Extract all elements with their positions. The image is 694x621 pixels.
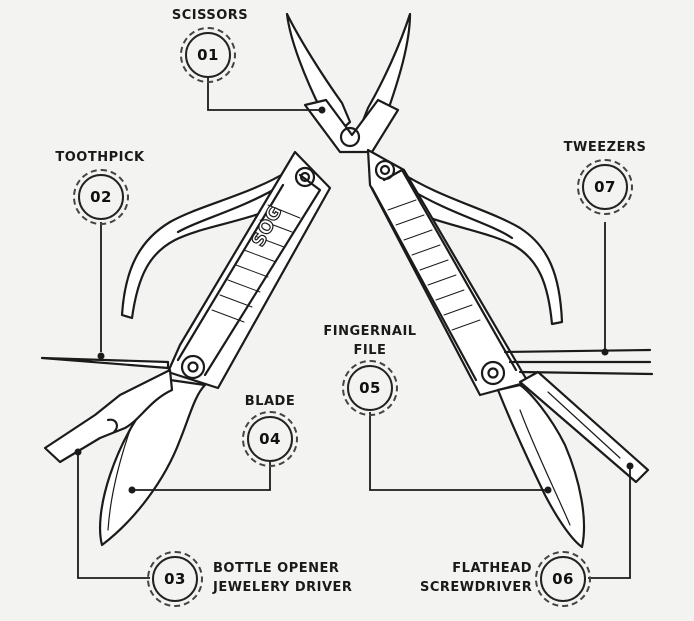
tweezers bbox=[503, 348, 654, 376]
badge-04: 04 bbox=[242, 411, 298, 467]
right-plier-jaw bbox=[394, 170, 564, 326]
bottle-opener bbox=[43, 368, 174, 464]
badge-06: 06 bbox=[535, 551, 591, 607]
label-tweezers: TWEEZERS bbox=[563, 140, 647, 155]
toothpick bbox=[40, 356, 170, 370]
badge-01: 01 bbox=[180, 27, 236, 83]
left-handle bbox=[166, 150, 332, 390]
label-bottle-opener: BOTTLE OPENER JEWELERY DRIVER bbox=[213, 561, 353, 595]
label-fingernail-file: FINGERNAIL FILE bbox=[323, 324, 417, 358]
leader-04 bbox=[132, 462, 271, 491]
leader-05 bbox=[369, 412, 548, 491]
label-toothpick: TOOTHPICK bbox=[55, 150, 145, 165]
scissors-blades bbox=[285, 12, 412, 154]
badge-07: 07 bbox=[577, 159, 633, 215]
badge-02: 02 bbox=[73, 169, 129, 225]
leader-01 bbox=[207, 78, 322, 111]
leader-03 bbox=[77, 455, 150, 579]
label-blade: BLADE bbox=[244, 394, 296, 409]
left-plier-jaw bbox=[120, 168, 294, 320]
label-scissors: SCISSORS bbox=[171, 8, 249, 23]
badge-05: 05 bbox=[342, 360, 398, 416]
label-flathead-screwdriver: FLATHEAD SCREWDRIVER bbox=[420, 561, 533, 595]
leader-06 bbox=[588, 466, 631, 579]
badge-03: 03 bbox=[147, 551, 203, 607]
